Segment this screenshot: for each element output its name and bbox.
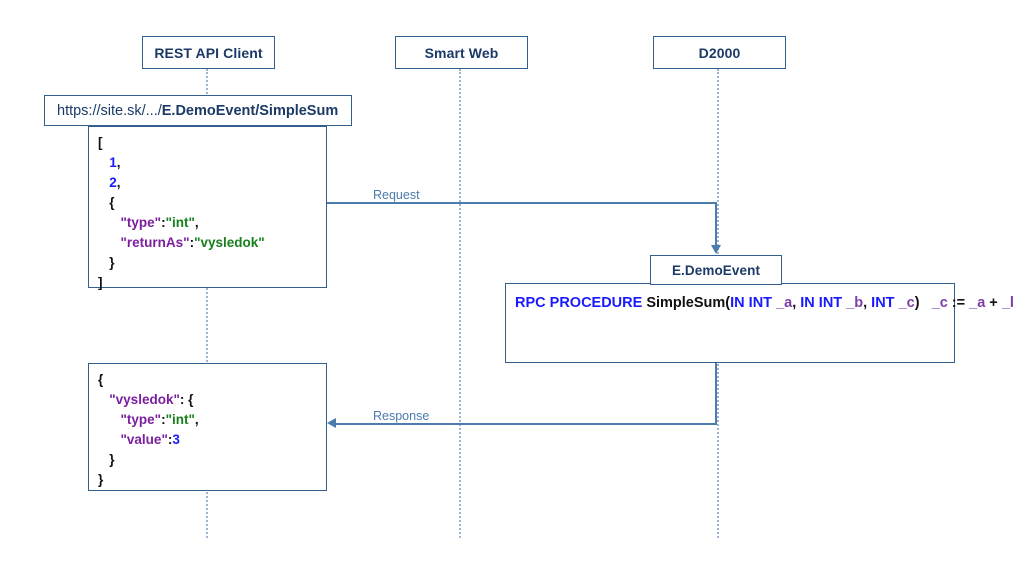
event-box-e-demoevent[interactable]: E.DemoEvent: [650, 255, 782, 285]
code-token: {: [109, 195, 115, 210]
response-arrowhead-icon: [327, 418, 336, 428]
code-token: "int": [165, 412, 195, 427]
request-payload-code: [ 1, 2, { "type":"int", "returnAs":"vysl…: [98, 133, 323, 293]
code-line: ]: [98, 273, 323, 293]
response-message-label: Response: [373, 409, 430, 423]
actor-rest-api-client[interactable]: REST API Client: [142, 36, 275, 69]
code-line: 1,: [98, 153, 323, 173]
code-token: }: [109, 452, 115, 467]
code-token: _b: [846, 295, 864, 311]
code-token: ,: [116, 155, 121, 170]
code-token: ,: [194, 215, 199, 230]
code-token: :: [189, 235, 195, 250]
request-arrowhead-icon: [711, 245, 721, 254]
code-token: IN INT: [800, 295, 847, 311]
code-line: "type":"int",: [98, 213, 323, 233]
actor-smart-web[interactable]: Smart Web: [395, 36, 528, 69]
code-line: 2,: [98, 173, 323, 193]
code-token: ): [914, 295, 920, 311]
code-line: RPC PROCEDURE SimpleSum(IN INT _a, IN IN…: [515, 295, 920, 311]
code-token: :: [167, 432, 173, 447]
actor-d2000[interactable]: D2000: [653, 36, 786, 69]
request-url-box[interactable]: https://site.sk/.../E.DemoEvent/SimpleSu…: [44, 95, 352, 126]
response-payload-box[interactable]: [88, 363, 327, 491]
lifeline-rest-api-client: [206, 69, 208, 538]
response-payload-code: { "vysledok": { "type":"int", "value":3 …: [98, 370, 323, 490]
code-token: IN INT: [730, 295, 777, 311]
code-token: RPC PROCEDURE: [515, 295, 647, 311]
response-arrow-vertical: [715, 363, 718, 425]
code-token: {: [98, 372, 104, 387]
code-token: :: [161, 412, 166, 427]
code-token: :=: [947, 295, 970, 311]
code-line: "type":"int",: [98, 410, 323, 430]
code-line: {: [98, 370, 323, 390]
request-arrow-vertical: [715, 202, 718, 246]
code-token: SimpleSum: [646, 295, 726, 311]
code-token: _a: [776, 295, 793, 311]
code-token: "value": [120, 432, 168, 447]
code-token: (: [725, 295, 731, 311]
code-line: "returnAs":"vysledok": [98, 233, 323, 253]
request-url-bold: E.DemoEvent/SimpleSum: [161, 102, 339, 119]
code-token: _c: [931, 295, 948, 311]
rpc-procedure-code: RPC PROCEDURE SimpleSum(IN INT _a, IN IN…: [515, 292, 1013, 314]
code-token: _b: [1001, 295, 1013, 311]
code-token: +: [985, 295, 1002, 311]
code-token: _c: [898, 295, 915, 311]
code-token: }: [109, 255, 115, 270]
code-token: ,: [194, 412, 199, 427]
code-line: [: [98, 133, 323, 153]
code-line: "value":3: [98, 430, 323, 450]
request-payload-box[interactable]: [88, 126, 327, 288]
code-line: "vysledok": {: [98, 390, 323, 410]
lifeline-smart-web: [459, 69, 461, 538]
code-token: 1: [109, 155, 117, 170]
code-token: "returnAs": [120, 235, 190, 250]
code-token: }: [98, 472, 104, 487]
code-token: :: [161, 215, 166, 230]
response-arrow-horizontal: [335, 423, 717, 426]
code-line: _c := _a + _b: [920, 295, 1013, 311]
code-token: 2: [109, 175, 117, 190]
code-token: :: [179, 392, 189, 407]
code-token: ,: [792, 295, 801, 311]
code-token: 3: [172, 432, 180, 447]
code-token: INT: [871, 295, 899, 311]
code-token: ]: [98, 275, 103, 290]
code-line: }: [98, 450, 323, 470]
code-line: }: [98, 253, 323, 273]
request-message-label: Request: [373, 188, 420, 202]
code-token: [: [98, 135, 103, 150]
code-token: "type": [120, 412, 162, 427]
request-arrow-horizontal: [327, 202, 717, 205]
request-url-plain: https://site.sk/.../: [57, 102, 162, 119]
code-line: {: [98, 193, 323, 213]
code-token: "vysledok": [109, 392, 180, 407]
code-token: ,: [116, 175, 121, 190]
code-token: "vysledok": [194, 235, 265, 250]
code-line: }: [98, 470, 323, 490]
code-token: "int": [165, 215, 195, 230]
code-token: _a: [969, 295, 986, 311]
code-token: "type": [120, 215, 162, 230]
code-token: {: [188, 392, 194, 407]
code-token: ,: [863, 295, 872, 311]
